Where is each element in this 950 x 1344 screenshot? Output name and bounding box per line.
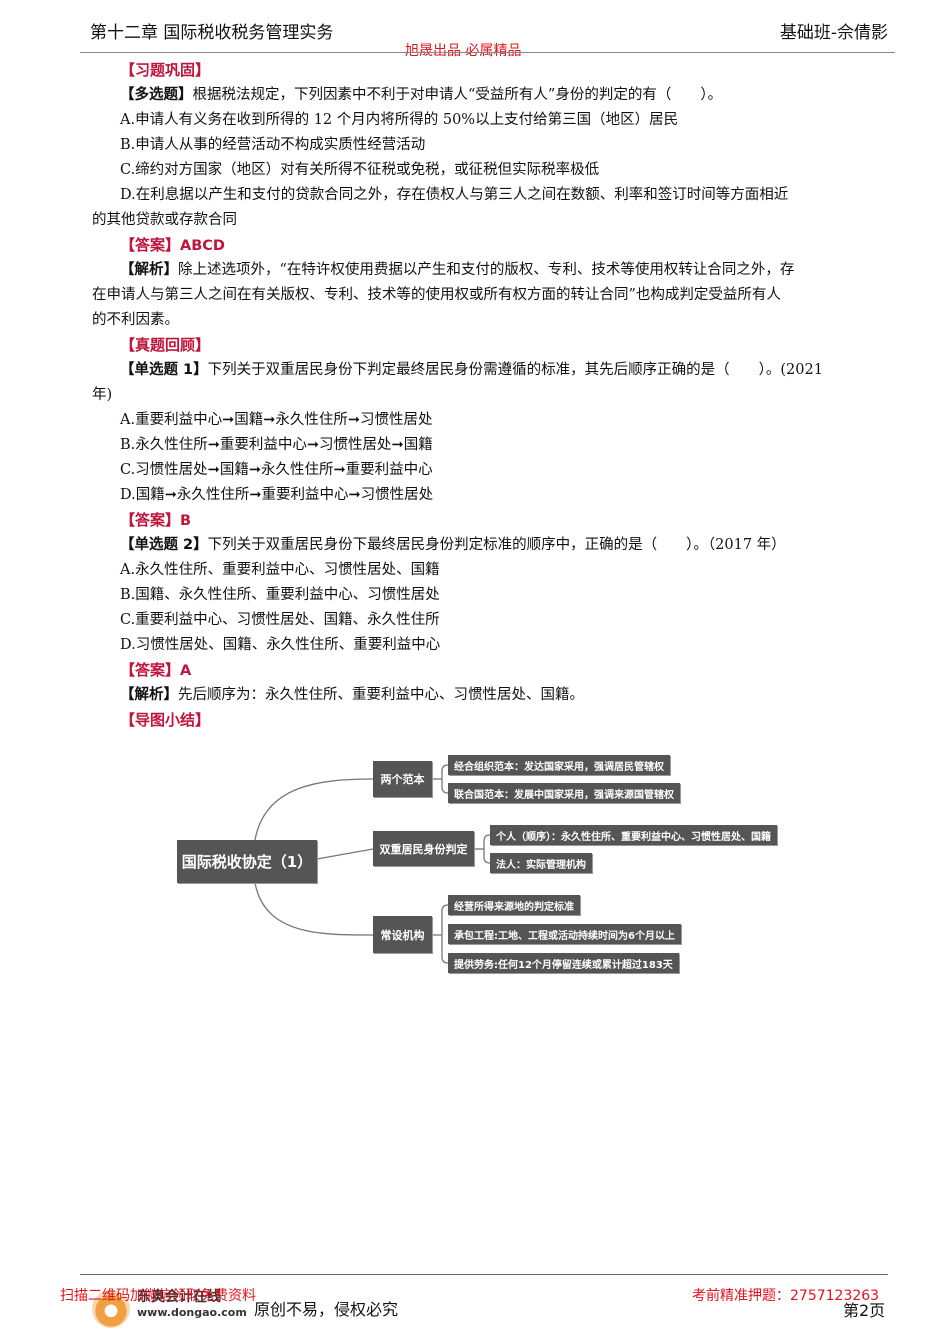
dongao-logo-icon [92,1290,130,1328]
section-heading-mindmap: 【导图小结】 [120,711,211,729]
question-type-tag: 【多选题】 [120,87,193,103]
mind-map-leaf: 法人：实际管理机构 [490,853,592,873]
analysis-line-1: 【解析】除上述选项外，“在特许权使用费据以产生和支付的版权、专利、技术等使用权转… [92,258,897,283]
option-d-continued: 的其他贷款或存款合同 [92,212,237,228]
question-text: 下列关于双重居民身份下最终居民身份判定标准的顺序中，正确的是（ ）。（2017 … [207,537,786,553]
mind-map-branch-permanent-establishment: 常设机构 [373,916,432,953]
mind-map-branch-models: 两个范本 [373,761,432,797]
promo-text-right: 考前精准押题：2757123263 [692,1288,880,1304]
question-stem: 【单选题 2】下列关于双重居民身份下最终居民身份判定标准的顺序中，正确的是（ ）… [92,533,897,558]
option-b: B.申请人从事的经营活动不构成实质性经营活动 [120,137,426,153]
question-type-tag: 【单选题 1】 [120,362,208,378]
analysis-tag: 【解析】 [120,262,178,278]
question-text-continued: 年) [92,387,113,403]
mind-map-root: 国际税收协定（1） [177,840,317,883]
option-a: A.重要利益中心➞国籍➞永久性住所➞习惯性居处 [120,412,433,428]
course-title: 基础班-佘倩影 [779,23,888,43]
answer-line: 【答案】B [92,508,897,533]
answer-value: ABCD [180,238,225,254]
question-text: 根据税法规定，下列因素中不利于对申请人“受益所有人”身份的判定的有（ ）。 [192,87,723,103]
watermark-text: 旭晟出品 必属精品 [405,43,522,59]
answer-value: A [180,663,192,679]
chapter-title: 第十二章 国际税收税务管理实务 [90,23,334,43]
option-c: C.重要利益中心、习惯性居处、国籍、永久性住所 [120,612,440,628]
analysis-tag: 【解析】 [120,687,178,703]
question-stem: 【单选题 1】下列关于双重居民身份下判定最终居民身份需遵循的标准，其先后顺序正确… [92,358,897,383]
answer-tag: 【答案】 [120,661,181,679]
option-b: B.国籍、永久性住所、重要利益中心、习惯性居处 [120,587,440,603]
section-heading-exercises: 【习题巩固】 [120,61,211,79]
promo-text-left: 扫描二维码加微信领取免费资料 [60,1288,256,1304]
footer-divider [80,1274,888,1275]
answer-line: 【答案】A [92,658,897,683]
option-a: A.申请人有义务在收到所得的 12 个月内将所得的 50%以上支付给第三国（地区… [120,112,679,128]
mind-map-leaf: 承包工程:工地、工程或活动持续时间为6个月以上 [448,924,681,944]
page-number: 第2页 [843,1301,886,1320]
mind-map-leaf: 个人（顺序）：永久性住所、重要利益中心、习惯性居处、国籍 [490,825,777,845]
option-d: D.习惯性居处、国籍、永久性住所、重要利益中心 [120,637,441,653]
logo-name: 东奥会计在线 [137,1289,221,1305]
mind-map: 国际税收协定（1） 两个范本 经合组织范本：发达国家采用，强调居民管辖权 联合国… [170,745,820,985]
document-body: 【习题巩固】 【多选题】根据税法规定，下列因素中不利于对申请人“受益所有人”身份… [92,58,897,733]
answer-value: B [180,513,192,529]
logo-url: www.dongao.com [137,1306,247,1319]
option-d: D.国籍➞永久性住所➞重要利益中心➞习惯性居处 [120,487,434,503]
analysis-line-3: 的不利因素。 [92,312,179,328]
answer-line: 【答案】ABCD [92,233,897,258]
mind-map-leaf: 提供劳务:任何12个月停留连续或累计超过183天 [448,953,679,973]
answer-tag: 【答案】 [120,236,181,254]
mind-map-branch-dual-residency: 双重居民身份判定 [373,831,474,866]
mind-map-connectors [254,764,491,964]
copyright-notice: 原创不易，侵权必究 [254,1300,399,1319]
mind-map-leaf: 经合组织范本：发达国家采用，强调居民管辖权 [448,755,670,775]
analysis-line-2: 在申请人与第三人之间在有关版权、专利、技术等的使用权或所有权方面的转让合同”也构… [92,287,781,303]
analysis-line: 【解析】先后顺序为：永久性住所、重要利益中心、习惯性居处、国籍。 [92,683,897,708]
section-heading-past-exams: 【真题回顾】 [120,336,211,354]
question-stem: 【多选题】根据税法规定，下列因素中不利于对申请人“受益所有人”身份的判定的有（ … [92,83,897,108]
option-b: B.永久性住所➞重要利益中心➞习惯性居处➞国籍 [120,437,433,453]
answer-tag: 【答案】 [120,511,181,529]
analysis-text: 除上述选项外，“在特许权使用费据以产生和支付的版权、专利、技术等使用权转让合同之… [178,262,795,278]
question-text: 下列关于双重居民身份下判定最终居民身份需遵循的标准，其先后顺序正确的是（ ）。(… [207,362,823,378]
option-a: A.永久性住所、重要利益中心、习惯性居处、国籍 [120,562,440,578]
option-c: C.缔约对方国家（地区）对有关所得不征税或免税，或征税但实际税率极低 [120,162,600,178]
question-type-tag: 【单选题 2】 [120,537,208,553]
mind-map-leaf: 联合国范本：发展中国家采用，强调来源国管辖权 [448,783,680,803]
mind-map-leaf: 经营所得来源地的判定标准 [448,895,580,915]
option-d: D.在利息据以产生和支付的贷款合同之外，存在债权人与第三人之间在数额、利率和签订… [120,187,789,203]
analysis-text: 先后顺序为：永久性住所、重要利益中心、习惯性居处、国籍。 [178,687,584,703]
option-c: C.习惯性居处➞国籍➞永久性住所➞重要利益中心 [120,462,433,478]
header-divider [80,52,895,53]
